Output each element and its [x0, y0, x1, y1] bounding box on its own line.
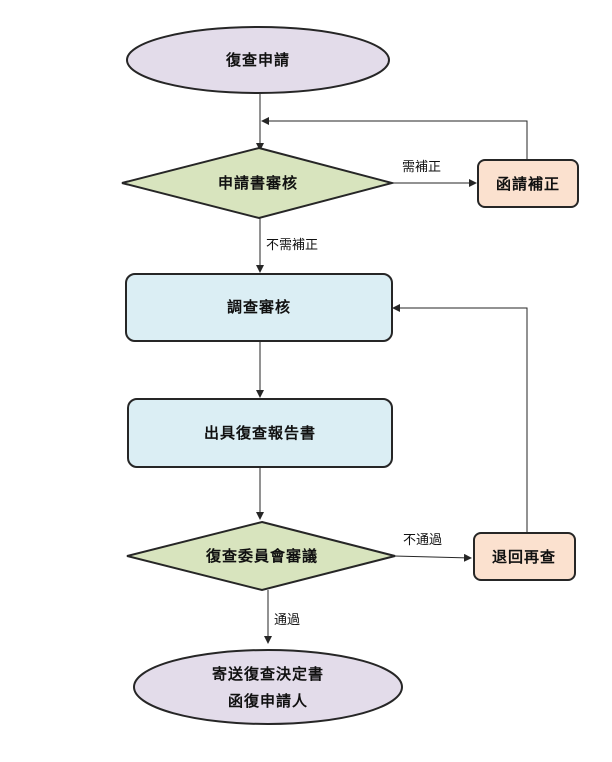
investigation-review-label: 調查審核	[227, 298, 291, 316]
application-review-decision-shape	[121, 146, 396, 220]
end-label-line-2: 函復申請人	[228, 692, 308, 710]
node-issue-report: 出具復查報告書	[127, 398, 393, 468]
investigation-review-box	[125, 273, 393, 342]
end-label-line-1: 寄送復查決定書	[212, 665, 324, 683]
node-committee-review: 復查委員會審議	[126, 520, 396, 592]
node-return-review: 退回再查	[473, 532, 576, 581]
node-end: 寄送復查決定書 函復申請人	[133, 649, 403, 725]
issue-report-label: 出具復查報告書	[204, 424, 316, 442]
issue-report-box	[127, 398, 393, 468]
arrow-return-loop-back	[392, 304, 528, 532]
node-start: 復查申請	[126, 26, 390, 94]
node-application-review: 申請書審核	[121, 146, 396, 220]
edge-label-not-passed: 不通過	[403, 533, 442, 548]
supplement-box	[477, 159, 579, 208]
node-investigation-review: 調查審核	[125, 273, 393, 342]
return-review-box	[473, 532, 576, 581]
edge-label-passed: 通過	[274, 613, 300, 628]
committee-review-decision-shape	[126, 520, 396, 592]
node-supplement: 函請補正	[477, 159, 579, 208]
connectors	[256, 94, 528, 644]
start-terminal-shape	[126, 26, 390, 94]
edge-label-needs-correction: 需補正	[402, 160, 441, 175]
edge-label-no-correction: 不需補正	[266, 238, 318, 253]
return-review-label: 退回再查	[492, 548, 556, 566]
start-label: 復查申請	[225, 51, 290, 69]
arrow-supplement-loop-back	[261, 117, 528, 160]
end-terminal-shape	[133, 649, 403, 725]
edge-labels: 需補正 不需補正 不通過 通過	[266, 160, 442, 628]
committee-review-label: 復查委員會審議	[205, 547, 318, 565]
supplement-label: 函請補正	[496, 175, 560, 193]
arrow-to-return-review	[393, 553, 472, 562]
application-review-label: 申請書審核	[218, 174, 298, 192]
